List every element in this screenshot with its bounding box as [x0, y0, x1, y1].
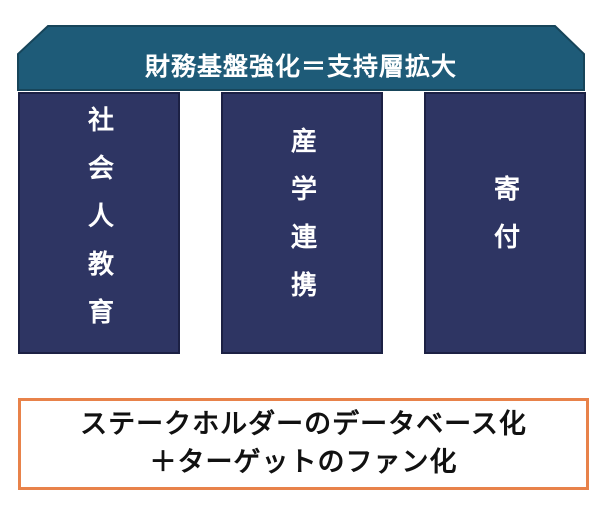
pillar-donation: 寄付 — [424, 92, 586, 354]
roof-shape — [17, 25, 585, 91]
pillar-label: 産学連携 — [286, 127, 317, 319]
roof-title: 財務基盤強化＝支持層拡大 — [144, 52, 457, 81]
foundation-line-1: ステークホルダーのデータベース化 — [80, 409, 527, 440]
pillar-industry-academia: 産学連携 — [221, 92, 383, 354]
foundation-box: ステークホルダーのデータベース化 ＋ターゲットのファン化 — [18, 398, 589, 490]
roof: 財務基盤強化＝支持層拡大 — [0, 0, 610, 100]
pillar-label: 寄付 — [489, 175, 520, 271]
pillar-continuing-education: 社会人教育 — [18, 92, 180, 354]
foundation-line-2: ＋ターゲットのファン化 — [149, 447, 458, 478]
pillar-label: 社会人教育 — [83, 106, 114, 346]
